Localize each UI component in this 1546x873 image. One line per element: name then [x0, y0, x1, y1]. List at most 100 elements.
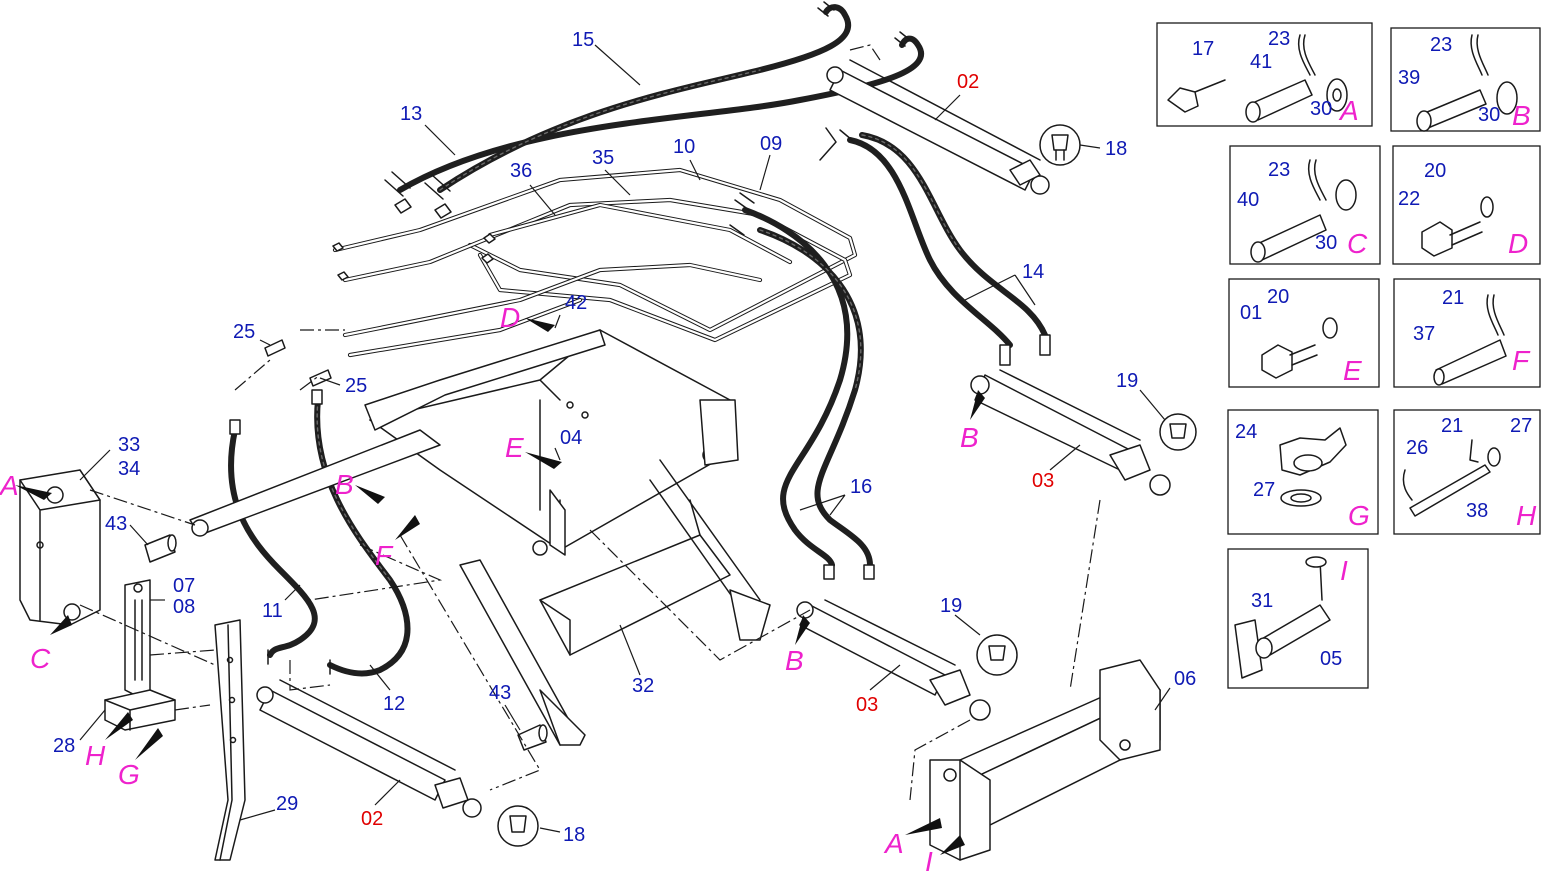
labels-blue: 15 13 36 35 10 09 18 14 19 25 25 42 04 3…: [53, 29, 1196, 846]
bushing-43-mid: [517, 724, 548, 751]
label-42: 42: [565, 292, 587, 314]
label-13: 13: [400, 103, 422, 125]
detail-box-C: [1229, 145, 1381, 265]
detail-D-part-20: 20: [1424, 160, 1446, 182]
detail-B-part-23: 23: [1430, 34, 1452, 56]
label-25-b: 25: [345, 375, 367, 397]
label-19-right: 19: [1116, 370, 1138, 392]
label-03-right: 03: [1032, 470, 1054, 492]
cylinder-03-mid: [796, 599, 991, 721]
detail-H-part-38: 38: [1466, 500, 1488, 522]
leader-lines: [79, 44, 1171, 833]
detail-A-part-23: 23: [1268, 28, 1290, 50]
label-28: 28: [53, 735, 75, 757]
label-15: 15: [572, 29, 594, 51]
detail-B-part-30: 30: [1478, 104, 1500, 126]
detail-B-letter: B: [1512, 100, 1531, 131]
label-11: 11: [262, 600, 283, 622]
detail-box-D: [1392, 145, 1541, 265]
label-16: 16: [850, 476, 872, 498]
label-18-bottom: 18: [563, 824, 585, 846]
fitting-25: [264, 339, 332, 387]
detail-G-part-27: 27: [1253, 479, 1275, 501]
label-07: 07: [173, 575, 195, 597]
detail-box-G: [1227, 409, 1379, 535]
letter-G-left: G: [118, 759, 140, 790]
detail-E-part-20: 20: [1267, 286, 1289, 308]
detail-E-letter: E: [1343, 355, 1362, 386]
label-12: 12: [383, 693, 405, 715]
label-14: 14: [1022, 261, 1044, 283]
detail-box-H: [1393, 409, 1541, 535]
label-10: 10: [673, 136, 695, 158]
detail-C-letter: C: [1347, 228, 1368, 259]
label-34: 34: [118, 458, 140, 480]
letter-D-mid: D: [500, 302, 520, 333]
letter-F-mid: F: [375, 540, 394, 571]
detail-box-B: [1390, 27, 1541, 132]
labels-letters: A C B F D E B B H G A I: [0, 302, 979, 873]
detail-H-part-21: 21: [1441, 415, 1463, 437]
steel-pipes: [332, 167, 858, 358]
letter-B-right: B: [960, 422, 979, 453]
letter-E-mid: E: [505, 432, 524, 463]
label-02-bottom: 02: [361, 808, 383, 830]
detail-E-part-01: 01: [1240, 302, 1262, 324]
label-09: 09: [760, 133, 782, 155]
detail-H-part-26: 26: [1406, 437, 1428, 459]
hose-15: [384, 1, 924, 219]
plate-33-34: [19, 469, 101, 626]
label-36: 36: [510, 160, 532, 182]
label-35: 35: [592, 147, 614, 169]
letter-B-mid: B: [335, 469, 354, 500]
detail-box-F: [1393, 278, 1541, 388]
grease-nipple-18-top: [1039, 124, 1081, 166]
cylinder-03-right: [970, 369, 1171, 496]
detail-I-part-05: 05: [1320, 648, 1342, 670]
letter-A-left: A: [0, 470, 19, 501]
detail-G-part-24: 24: [1235, 421, 1257, 443]
detail-D-letter: D: [1508, 228, 1528, 259]
detail-C-part-23: 23: [1268, 159, 1290, 181]
label-04: 04: [560, 427, 582, 449]
lower-frame-32: [459, 459, 771, 746]
label-43-left: 43: [105, 513, 127, 535]
bracket-07-08: [124, 579, 151, 696]
bushing-43-left: [144, 534, 177, 563]
label-33: 33: [118, 434, 140, 456]
cylinder-02-bottom: [256, 679, 482, 818]
label-43-mid: 43: [489, 682, 511, 704]
label-06: 06: [1174, 668, 1196, 690]
detail-D-part-22: 22: [1398, 188, 1420, 210]
detail-A-part-41: 41: [1250, 51, 1272, 73]
assembly-lines: [79, 44, 1101, 801]
detail-labels: 17 23 41 30 A 23 39 30 B 23 40 30 C 20 2…: [1192, 28, 1537, 670]
letter-A-bottom: A: [883, 828, 904, 859]
hose-11-12: [228, 389, 411, 677]
detail-F-part-21: 21: [1442, 287, 1464, 309]
grease-nipple-19-right: [1159, 413, 1197, 451]
detail-box-A: [1156, 22, 1373, 127]
label-02-top: 02: [957, 71, 979, 93]
detail-A-part-17: 17: [1192, 38, 1214, 60]
labels-red: 02 03 03 02: [361, 71, 1054, 830]
detail-box-I: [1227, 548, 1369, 689]
letter-H-left: H: [85, 740, 106, 771]
main-frame: [189, 329, 739, 556]
detail-B-part-39: 39: [1398, 67, 1420, 89]
letter-C-left: C: [30, 643, 51, 674]
detail-I-part-31: 31: [1251, 590, 1273, 612]
detail-A-letter: A: [1338, 95, 1359, 126]
grease-nipple-19-mid: [976, 634, 1018, 676]
letter-B-low: B: [785, 645, 804, 676]
hose-16: [729, 192, 875, 580]
letter-I-bottom: I: [925, 846, 933, 873]
label-32: 32: [632, 675, 654, 697]
label-08: 08: [173, 596, 195, 618]
label-25-a: 25: [233, 321, 255, 343]
tine-29: [214, 619, 246, 861]
detail-box-E: [1228, 278, 1380, 388]
detail-C-part-30: 30: [1315, 232, 1337, 254]
label-03-mid: 03: [856, 694, 878, 716]
